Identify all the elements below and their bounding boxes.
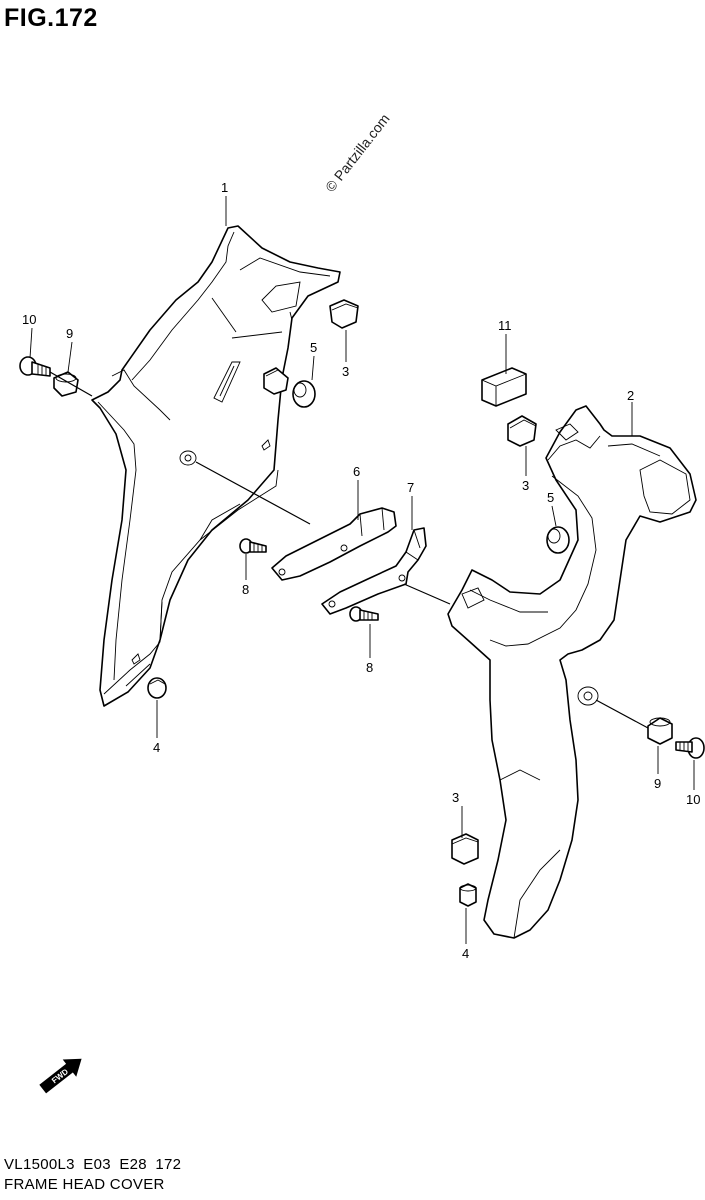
model-code: VL1500L3 E03 E28 172 [4, 1156, 182, 1173]
callout-2: 2 [627, 388, 634, 403]
callout-1: 1 [221, 180, 228, 195]
part-8-bolt-b[interactable] [349, 606, 379, 622]
callout-4a: 4 [153, 740, 160, 755]
callout-11: 11 [498, 318, 512, 333]
callout-7: 7 [407, 480, 414, 495]
leader-lines [29, 196, 695, 944]
part-9-grommet-a[interactable] [53, 371, 79, 397]
part-2-right-cover[interactable] [447, 405, 697, 939]
callout-3a: 3 [342, 364, 349, 379]
part-3-cushion-c[interactable] [451, 833, 479, 865]
part-3-cushion-b[interactable] [507, 415, 537, 447]
callout-8a: 8 [242, 582, 249, 597]
part-1-mount-post [263, 367, 289, 395]
part-1-left-cover[interactable] [91, 225, 341, 707]
callout-4b: 4 [462, 946, 469, 961]
callout-3b: 3 [522, 478, 529, 493]
callout-9b: 9 [654, 776, 661, 791]
part-4-grommet-a[interactable] [147, 677, 167, 699]
callout-5b: 5 [547, 490, 554, 505]
part-5-cushion-a[interactable] [292, 380, 316, 408]
part-11-cushion-block[interactable] [481, 367, 527, 407]
figure-title: FIG.172 [4, 4, 98, 32]
part-8-bolt-a[interactable] [239, 538, 267, 554]
section-name: FRAME HEAD COVER [4, 1176, 165, 1193]
callout-labels: 1 2 3 3 3 4 4 5 5 6 7 8 8 9 9 10 10 11 [22, 180, 700, 961]
part-6-bracket[interactable] [271, 507, 397, 581]
part-3-cushion-a[interactable] [329, 299, 359, 329]
part-7-bracket[interactable] [321, 527, 427, 615]
callout-6: 6 [353, 464, 360, 479]
part-4-grommet-b[interactable] [459, 883, 477, 907]
part-5-cushion-b[interactable] [546, 526, 570, 554]
part-10-bolt-a[interactable] [19, 356, 51, 377]
callout-10a: 10 [22, 312, 36, 327]
fwd-arrow-icon: FWD [39, 1058, 82, 1094]
callout-5a: 5 [310, 340, 317, 355]
callout-8b: 8 [366, 660, 373, 675]
part-10-bolt-b[interactable] [675, 737, 705, 759]
callout-9a: 9 [66, 326, 73, 341]
assembly-lines [49, 371, 649, 729]
callout-3c: 3 [452, 790, 459, 805]
part-9-grommet-b[interactable] [647, 717, 673, 745]
callout-10b: 10 [686, 792, 700, 807]
